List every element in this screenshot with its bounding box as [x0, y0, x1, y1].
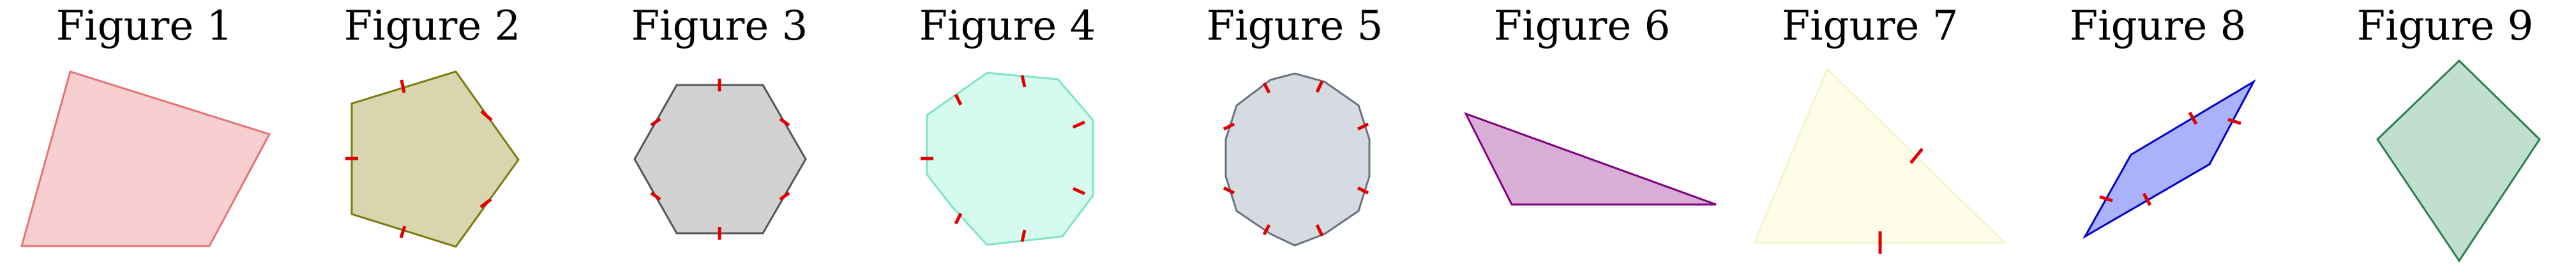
tick-mark	[1262, 82, 1271, 94]
figure-3-title: Figure 3	[631, 3, 808, 50]
tick-mark	[779, 117, 790, 127]
figure-3-tick-marks	[650, 79, 790, 240]
tick-mark	[2227, 118, 2241, 125]
figure-2-pentagon	[350, 70, 520, 248]
tick-mark	[399, 226, 407, 238]
figure-1-title: Figure 1	[56, 3, 233, 50]
tick-mark	[650, 191, 661, 201]
tick-mark	[1223, 186, 1235, 195]
figure-2-title: Figure 2	[344, 3, 521, 50]
figure-3-hexagon	[633, 84, 807, 235]
tick-mark	[954, 212, 963, 225]
figure-8-tick-marks	[2099, 111, 2241, 206]
figure-9-rhombus	[2376, 59, 2541, 263]
figure-1-quadrilateral	[20, 70, 271, 247]
figure-4-title: Figure 4	[919, 3, 1096, 50]
tick-mark	[1020, 229, 1027, 242]
figure-5-tick-marks	[1223, 80, 1369, 237]
figure-7-tick-marks	[1878, 148, 1924, 254]
figure-8-parallelogram	[2082, 79, 2256, 240]
figure-5-title: Figure 5	[1207, 3, 1383, 50]
tick-mark	[1072, 120, 1086, 129]
figure-2-tick-marks	[345, 79, 493, 238]
tick-mark	[779, 191, 790, 201]
tick-mark	[2188, 111, 2198, 125]
tick-mark	[1223, 122, 1235, 131]
tick-mark	[2099, 195, 2113, 203]
figure-7-title: Figure 7	[1782, 3, 1959, 50]
tick-mark	[650, 117, 661, 127]
figure-4-tick-marks	[921, 75, 1086, 242]
figure-5-octagon	[1224, 72, 1371, 247]
figure-8-title: Figure 8	[2070, 3, 2247, 50]
figure-7-triangle	[1752, 67, 2007, 244]
tick-mark	[1072, 187, 1086, 196]
tick-mark	[400, 79, 406, 93]
tick-mark	[1357, 186, 1369, 195]
tick-mark	[479, 198, 492, 208]
figure-6-triangle	[1463, 112, 1717, 206]
figure-9-title: Figure 9	[2357, 3, 2534, 50]
tick-mark	[954, 93, 963, 106]
tick-mark	[1357, 122, 1369, 131]
figure-4-octagon	[926, 72, 1094, 246]
tick-mark	[1315, 80, 1324, 93]
tick-mark	[480, 110, 493, 121]
tick-mark	[1909, 148, 1924, 164]
figure-6-title: Figure 6	[1494, 3, 1671, 50]
tick-mark	[1262, 224, 1271, 236]
tick-mark	[1315, 224, 1324, 237]
tick-mark	[2142, 192, 2152, 206]
tick-mark	[1020, 75, 1027, 88]
